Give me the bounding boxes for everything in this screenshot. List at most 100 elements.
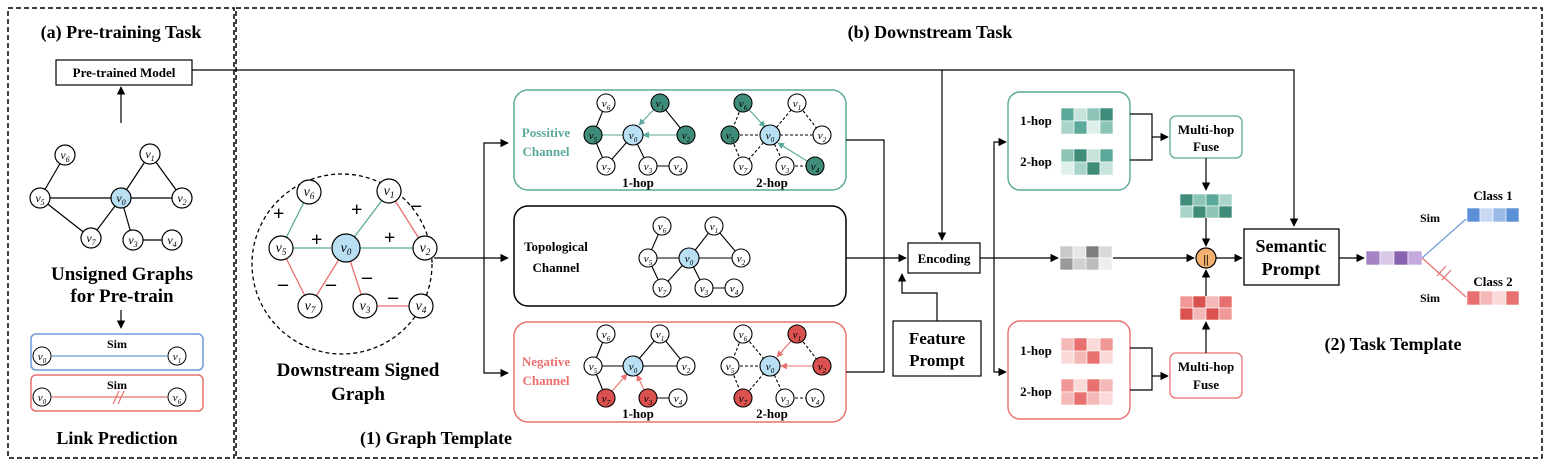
svg-text:v7: v7 xyxy=(739,393,748,407)
svg-text:v2: v2 xyxy=(818,361,827,375)
positive-hop1-label: 1-hop xyxy=(1020,113,1052,128)
link-node-v0-b xyxy=(32,387,52,407)
svg-text:v0: v0 xyxy=(766,130,775,144)
svg-text:–: – xyxy=(387,286,399,308)
positive-1hop-label: 1-hop xyxy=(622,175,654,190)
svg-text:v0: v0 xyxy=(341,241,352,257)
positive-hop1-embedding xyxy=(1060,107,1114,135)
svg-text:v5: v5 xyxy=(726,361,735,375)
svg-text:v6: v6 xyxy=(60,148,69,164)
svg-text:v4: v4 xyxy=(811,161,820,175)
svg-text:v6: v6 xyxy=(304,185,315,201)
feature-prompt-label-2: Prompt xyxy=(909,351,965,370)
class2-embedding xyxy=(1466,290,1520,306)
svg-text:v3: v3 xyxy=(360,299,371,315)
encoding-to-neg-hops xyxy=(993,258,1007,377)
svg-text:v7: v7 xyxy=(305,299,316,315)
negative-bracket xyxy=(1130,347,1153,391)
svg-text:–: – xyxy=(325,273,337,295)
svg-text:v0: v0 xyxy=(116,191,125,207)
svg-text:v2: v2 xyxy=(737,253,746,267)
class1-embedding xyxy=(1466,207,1520,223)
svg-text:v1: v1 xyxy=(656,98,664,112)
svg-text:v3: v3 xyxy=(644,393,653,407)
positive-2hop-nodes xyxy=(720,93,832,176)
class2-label: Class 2 xyxy=(1473,274,1512,289)
pretraining-frame xyxy=(7,7,235,459)
positive-to-encoding xyxy=(846,139,885,258)
svg-text:v7: v7 xyxy=(602,393,611,407)
negative-hop2-label: 2-hop xyxy=(1020,384,1052,399)
svg-text:+: + xyxy=(311,229,322,251)
unsigned-graph-caption-2: for Pre-train xyxy=(70,286,174,307)
negative-hop2-embedding xyxy=(1060,378,1114,406)
svg-text:v2: v2 xyxy=(818,130,827,144)
negative-2hop-label: 2-hop xyxy=(756,406,788,421)
svg-text:v1: v1 xyxy=(710,221,718,235)
class2-sim-label: Sim xyxy=(1420,291,1440,305)
svg-text:v1: v1 xyxy=(793,329,801,343)
class1-sim-line xyxy=(1421,218,1467,259)
to-negative-arrow xyxy=(483,258,509,378)
negative-1hop-label: 1-hop xyxy=(622,406,654,421)
feature-prompt-arrow xyxy=(897,273,938,321)
svg-text:v0: v0 xyxy=(38,351,47,365)
topological-channel-label-1: Topological xyxy=(524,239,588,254)
svg-text:v1: v1 xyxy=(384,184,395,200)
signed-graph-caption-1: Downstream Signed xyxy=(277,360,440,381)
svg-text:v7: v7 xyxy=(658,283,667,297)
positive-link-sim: Sim xyxy=(107,337,127,351)
positive-fuse-label-1: Multi-hop xyxy=(1178,122,1234,137)
svg-text:v5: v5 xyxy=(589,361,598,375)
svg-text:v7: v7 xyxy=(86,231,96,247)
svg-text:v0: v0 xyxy=(38,392,47,406)
semantic-prompt-label-2: Prompt xyxy=(1262,259,1321,279)
svg-text:v1: v1 xyxy=(793,98,801,112)
encoding-label: Encoding xyxy=(918,251,971,266)
task-template-caption: (2) Task Template xyxy=(1324,334,1461,355)
unsigned-graph-nodes xyxy=(29,143,193,251)
positive-link-box xyxy=(30,333,204,371)
svg-text:v5: v5 xyxy=(35,191,44,207)
svg-text:v4: v4 xyxy=(674,393,683,407)
svg-text:v5: v5 xyxy=(589,130,598,144)
svg-text:v3: v3 xyxy=(781,393,790,407)
negative-hop1-label: 1-hop xyxy=(1020,343,1052,358)
negative-channel-label-1: Negative xyxy=(522,354,571,369)
topological-graph-nodes xyxy=(638,216,751,298)
topological-channel-label-2: Channel xyxy=(533,260,580,275)
svg-text:v5: v5 xyxy=(726,130,735,144)
svg-text:v4: v4 xyxy=(416,299,427,315)
prompted-embedding xyxy=(1365,250,1423,266)
positive-2hop-label: 2-hop xyxy=(756,175,788,190)
svg-text:v3: v3 xyxy=(644,161,653,175)
signed-graph-caption-2: Graph xyxy=(331,384,385,405)
svg-text:v0: v0 xyxy=(685,253,694,267)
negative-link-box xyxy=(30,374,204,412)
svg-text:v1: v1 xyxy=(145,147,154,163)
svg-text:–: – xyxy=(361,266,373,288)
positive-hop2-label: 2-hop xyxy=(1020,154,1052,169)
link-node-v1 xyxy=(167,346,187,366)
svg-text:v5: v5 xyxy=(644,253,653,267)
svg-text:+: + xyxy=(384,227,395,249)
class1-sim-label: Sim xyxy=(1420,211,1440,225)
negative-2hop-nodes xyxy=(720,324,832,408)
downstream-title: (b) Downstream Task xyxy=(848,22,1013,43)
link-node-v0-a xyxy=(32,346,52,366)
unsigned-graph-caption-1: Unsigned Graphs xyxy=(51,264,193,285)
svg-text:v7: v7 xyxy=(739,161,748,175)
concat-merge-symbol: || xyxy=(1203,252,1208,266)
svg-text:v2: v2 xyxy=(420,241,431,257)
signed-graph-circle xyxy=(251,173,433,355)
svg-text:–: – xyxy=(277,273,289,295)
class1-label: Class 1 xyxy=(1473,188,1512,203)
svg-text:v3: v3 xyxy=(700,283,709,297)
svg-text:v2: v2 xyxy=(682,130,691,144)
pretrained-model-box xyxy=(55,59,193,86)
svg-text:v2: v2 xyxy=(682,361,691,375)
edge-sign-marks: + + + + – – – – – xyxy=(273,194,422,308)
to-positive-arrow xyxy=(483,138,509,258)
link-node-v6 xyxy=(167,387,187,407)
